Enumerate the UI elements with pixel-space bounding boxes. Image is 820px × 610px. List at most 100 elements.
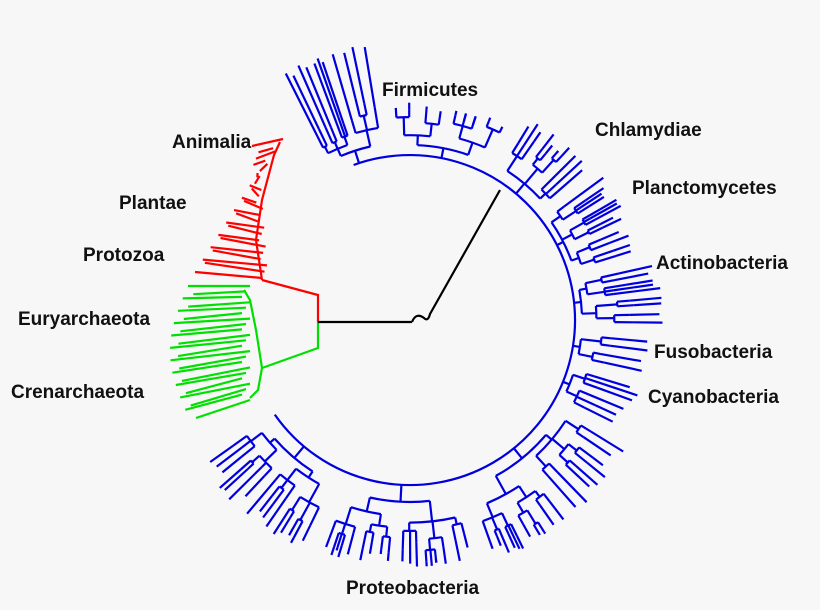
leaf-branch — [615, 250, 632, 257]
leaf-branch — [220, 236, 266, 248]
label-firmicutes: Firmicutes — [382, 80, 479, 101]
clade-arc — [495, 434, 547, 477]
clade-arc — [295, 467, 320, 485]
leaf-branch — [193, 290, 247, 296]
clade-arc — [273, 437, 314, 473]
label-euryarchaeota: Euryarchaeota — [18, 309, 151, 330]
leaf-branch — [209, 444, 234, 463]
leaf-branch — [596, 386, 633, 402]
internal-branch — [316, 135, 325, 149]
internal-branch — [587, 222, 602, 232]
leaf-branch — [454, 110, 458, 117]
internal-branch — [401, 530, 405, 550]
internal-branch — [362, 115, 369, 131]
leaf-branch — [580, 192, 603, 209]
leaf-branch — [179, 355, 247, 370]
internal-branch — [293, 445, 305, 459]
leaf-branch — [249, 184, 262, 192]
leaf-branch — [290, 537, 295, 544]
leaf-branch — [523, 123, 539, 146]
label-proteobacteria: Proteobacteria — [346, 578, 480, 599]
internal-branch — [555, 154, 563, 163]
leaf-branch — [363, 46, 376, 108]
leaf-branch — [563, 176, 604, 208]
label-crenarchaeota: Crenarchaeota — [11, 382, 145, 403]
leaf-branch — [561, 147, 571, 157]
internal-branch — [336, 116, 347, 137]
leaf-branch — [169, 339, 247, 349]
internal-branch — [564, 419, 580, 431]
internal-branch — [604, 283, 626, 290]
internal-branch — [387, 536, 392, 554]
internal-branch — [506, 155, 518, 172]
leaf-branch — [178, 333, 251, 345]
leaf-branch — [262, 503, 275, 519]
internal-branch — [350, 120, 357, 134]
leaf-branch — [265, 497, 287, 528]
clade-arc — [366, 530, 374, 534]
internal-branch — [589, 226, 603, 235]
leaf-branch — [180, 322, 247, 333]
internal-branch — [491, 517, 499, 530]
leaf-branch — [610, 344, 648, 352]
internal-branch — [534, 490, 541, 498]
internal-branch — [605, 292, 614, 297]
leaf-branch — [487, 117, 492, 122]
leaf-branch — [592, 456, 604, 467]
internal-branch — [467, 142, 474, 156]
internal-branch — [336, 533, 343, 548]
internal-branch — [576, 246, 591, 254]
leaf-branch — [218, 233, 260, 242]
leaf-branch — [500, 126, 504, 129]
leaf-branch — [188, 301, 251, 308]
label-chlamydiae: Chlamydiae — [595, 120, 702, 141]
clade-arc — [359, 113, 367, 118]
clade-arc — [565, 374, 575, 392]
clade-arc — [578, 289, 583, 314]
leaf-branch — [629, 313, 660, 316]
label-protozoa: Protozoa — [83, 245, 165, 266]
archaea-stem — [261, 322, 320, 370]
internal-branch — [601, 336, 611, 340]
internal-branch — [569, 221, 585, 232]
leaf-branch — [590, 430, 624, 453]
internal-branch — [485, 120, 490, 128]
internal-branch — [428, 538, 432, 550]
leaf-branch — [415, 542, 419, 567]
leaf-branch — [516, 535, 525, 549]
leaf-branch — [462, 113, 468, 122]
leaf-branch — [194, 270, 263, 280]
leaf-branch — [331, 53, 353, 121]
internal-branch — [535, 498, 541, 506]
internal-branch — [251, 454, 261, 463]
internal-branch — [333, 141, 339, 150]
leaf-branch — [629, 296, 662, 302]
internal-branch — [594, 254, 617, 264]
internal-branch — [578, 446, 594, 459]
leaf-branch — [600, 216, 614, 225]
internal-branch — [572, 373, 586, 380]
internal-branch — [549, 190, 559, 200]
archaea-branches — [169, 284, 320, 420]
leaf-branch — [548, 501, 565, 521]
leaf-branch — [337, 545, 343, 558]
internal-branch — [282, 508, 291, 520]
leaf-branch — [505, 546, 510, 553]
leaf-branch — [442, 546, 447, 564]
internal-branch — [451, 525, 457, 541]
internal-branch — [575, 431, 585, 439]
clade-arc — [558, 443, 570, 456]
internal-branch — [526, 509, 537, 525]
internal-branch — [264, 449, 278, 463]
leaf-branch — [195, 398, 251, 420]
leaf-branch — [335, 546, 339, 551]
clade-arc — [425, 122, 439, 126]
leaf-branch — [625, 279, 653, 286]
internal-branch — [510, 523, 518, 537]
leaf-branch — [255, 150, 276, 160]
leaf-branch — [599, 198, 617, 211]
internal-branch — [328, 520, 337, 539]
bacteria-branches — [209, 46, 663, 567]
internal-branch — [595, 303, 618, 308]
internal-branch — [429, 123, 433, 137]
